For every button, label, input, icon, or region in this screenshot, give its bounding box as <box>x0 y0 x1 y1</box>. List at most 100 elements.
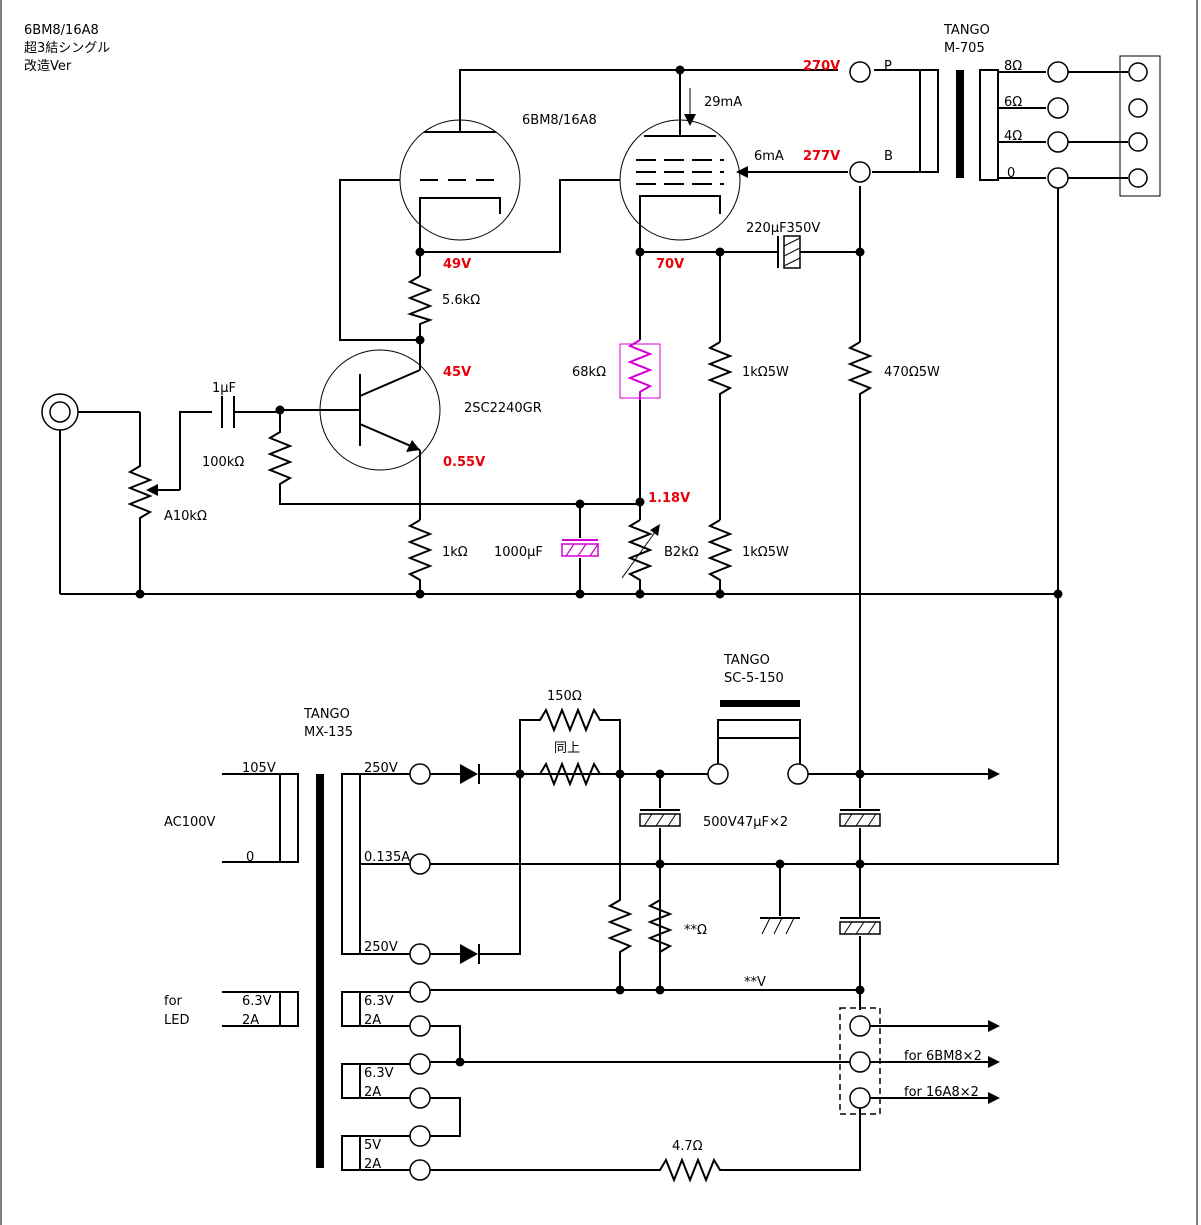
ot-primary-b-label: B <box>884 149 893 164</box>
led-heater-winding <box>222 991 299 1027</box>
led-winding-voltage-label: 6.3V <box>242 994 272 1009</box>
collector-voltage-label: 45V <box>443 365 471 380</box>
hv-tap-bottom-label: 250V <box>364 940 398 955</box>
plate-terminal <box>849 61 871 83</box>
heater-bias-line <box>430 985 860 995</box>
ot-terminal-8ohm <box>1047 61 1069 83</box>
resistor-same-label: 同上 <box>554 741 580 756</box>
ot-primary-p-label: P <box>884 59 892 74</box>
volume-wiper-wire <box>179 411 212 490</box>
resistor-1k-5w-top <box>707 341 733 520</box>
ot-secondary-winding <box>979 69 1046 181</box>
bypass-capacitor-label: 1000μF <box>494 545 543 560</box>
pt-core <box>316 774 324 1168</box>
hv-tap-top-label: 250V <box>364 761 398 776</box>
plate-load-resistor-label: 5.6kΩ <box>442 293 480 308</box>
pt-model-label: MX-135 <box>304 725 353 740</box>
plate-current-label: 29mA <box>704 95 742 110</box>
bleeder-voltage-label: **V <box>744 975 766 990</box>
heater3-voltage-label: 5V <box>364 1138 381 1153</box>
emitter-voltage-label: 0.55V <box>443 455 485 470</box>
led-label-for: for <box>164 994 183 1009</box>
pentode-tube-section <box>420 119 848 253</box>
resistor-470-5w <box>847 341 873 780</box>
centre-tap-ground <box>430 594 1059 935</box>
heater-output-16a8-label: for 16A8×2 <box>904 1085 979 1100</box>
transistor-label: 2SC2240GR <box>464 401 542 416</box>
plate-current-arrow <box>684 88 696 126</box>
plate-voltage-label: 270V <box>803 59 840 74</box>
pt-brand-label: TANGO <box>303 707 350 722</box>
coupling-capacitor <box>777 235 801 269</box>
ot-tap-4ohm-label: 4Ω <box>1004 129 1022 144</box>
ground-bus <box>60 589 1063 599</box>
resistor-150-label: 150Ω <box>547 689 582 704</box>
led-winding-current-label: 2A <box>242 1013 259 1028</box>
ot-tap-6ohm-label: 6Ω <box>1004 95 1022 110</box>
heater2-voltage-label: 6.3V <box>364 1066 394 1081</box>
cathode-wiring <box>415 214 865 342</box>
bias-variable-resistor-label: B2kΩ <box>664 545 699 560</box>
screen-current-label: 6mA <box>754 149 784 164</box>
emitter-resistor-label: 1kΩ <box>442 545 468 560</box>
coupling-capacitor-label: 220μF350V <box>746 221 820 236</box>
heater-output-6bm8-label: for 6BM8×2 <box>904 1049 982 1064</box>
heater-resistor-label: 4.7Ω <box>672 1139 703 1154</box>
ot-brand-label: TANGO <box>943 23 990 38</box>
heater1-current-label: 2A <box>364 1013 381 1028</box>
cathode-voltage-label: 70V <box>656 257 684 272</box>
screen-resistor-68k-label: 68kΩ <box>572 365 606 380</box>
filter-capacitor-label: 500V47μF×2 <box>703 815 788 830</box>
heater2-current-label: 2A <box>364 1085 381 1100</box>
screen-resistor-68k <box>619 339 661 520</box>
resistor-470-5w-label: 470Ω5W <box>884 365 940 380</box>
heater-output-connector <box>430 1007 1000 1115</box>
speaker-terminal-wires <box>1057 71 1128 594</box>
input-capacitor <box>221 396 285 428</box>
bleeder-resistor-label: **Ω <box>684 923 707 938</box>
ot-terminal-0 <box>1047 167 1069 189</box>
bleeder-resistors <box>607 774 673 990</box>
pt-primary-winding <box>222 773 299 863</box>
input-bias-resistor <box>267 410 640 505</box>
filter-capacitors <box>639 774 881 1010</box>
screen-voltage-label: 277V <box>803 149 840 164</box>
pt-primary-105v-label: 105V <box>242 761 276 776</box>
ot-primary-winding <box>919 69 939 173</box>
choke-model-label: SC-5-150 <box>724 671 784 686</box>
screen-terminal <box>849 161 871 183</box>
ac-input-label: AC100V <box>164 815 216 830</box>
ot-tap-0-label: 0 <box>1007 166 1015 181</box>
volume-label: A10kΩ <box>164 509 207 524</box>
tube-type-label: 6BM8/16A8 <box>522 113 597 128</box>
triode-tube-section <box>339 119 521 341</box>
input-capacitor-label: 1μF <box>212 381 236 396</box>
ot-core <box>956 70 964 178</box>
resistor-1k-5w-bottom-label: 1kΩ5W <box>742 545 789 560</box>
input-bias-resistor-label: 100kΩ <box>202 455 244 470</box>
bypass-capacitor <box>561 504 599 594</box>
rectifier-diodes <box>430 764 620 964</box>
ot-terminal-4ohm <box>1047 131 1069 153</box>
bias-variable-resistor <box>621 519 660 594</box>
transistor-symbol <box>280 349 441 520</box>
ot-model-label: M-705 <box>944 41 985 56</box>
ot-tap-8ohm-label: 8Ω <box>1004 59 1022 74</box>
ot-terminal-6ohm <box>1047 97 1069 119</box>
choke-brand-label: TANGO <box>723 653 770 668</box>
input-jack <box>41 393 140 594</box>
led-label-led: LED <box>164 1013 189 1028</box>
schematic-title: 6BM8/16A8 超3結シングル 改造Ver <box>24 23 110 74</box>
heater-secondaries <box>341 981 465 1181</box>
heater1-voltage-label: 6.3V <box>364 994 394 1009</box>
volume-potentiometer <box>127 412 153 594</box>
resistor-1k-5w-top-label: 1kΩ5W <box>742 365 789 380</box>
title-line-2: 超3結シングル <box>24 41 110 56</box>
plate-load-resistor <box>406 275 434 360</box>
title-line-1: 6BM8/16A8 <box>24 23 99 38</box>
bias-voltage-label: 1.18V <box>648 491 690 506</box>
choke-section <box>620 700 1000 785</box>
pt-primary-0-label: 0 <box>246 850 254 865</box>
grid-voltage-label: 49V <box>443 257 471 272</box>
